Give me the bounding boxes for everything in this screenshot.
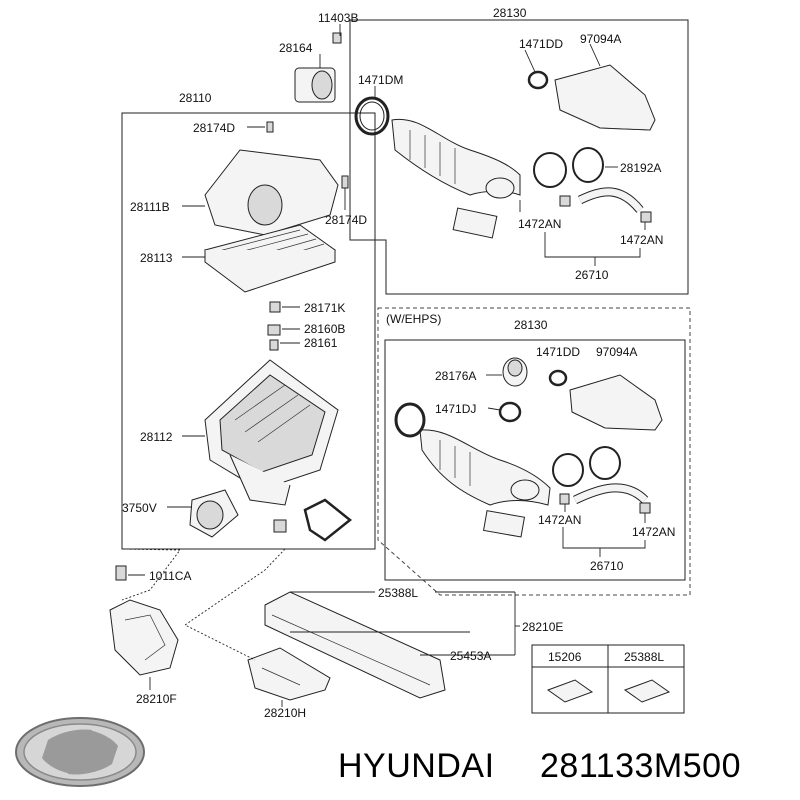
hyundai-logo-icon <box>15 717 145 787</box>
label-1472AN-b: 1472AN <box>620 233 663 247</box>
title-part-number: 281133M500 <box>540 747 741 785</box>
grommets <box>267 301 281 351</box>
air-cleaner-body-28112 <box>204 359 339 506</box>
duct-3750V <box>189 489 239 538</box>
label-28174D-top: 28174D <box>193 121 235 135</box>
label-1471DJ: 1471DJ <box>435 402 476 416</box>
label-28210F: 28210F <box>136 692 177 706</box>
label-28210E: 28210E <box>522 620 563 634</box>
label-28130-ehps: 28130 <box>514 318 548 332</box>
label-25388L: 25388L <box>378 586 418 600</box>
label-28161: 28161 <box>304 336 338 350</box>
label-28210H: 28210H <box>264 706 306 720</box>
pad-icon-2 <box>623 679 671 703</box>
clip-28174D-side <box>341 175 349 189</box>
label-26710-top: 26710 <box>575 268 609 282</box>
sensor-28176A <box>502 357 528 387</box>
label-28176A: 28176A <box>435 369 476 383</box>
legend-col1: 15206 <box>548 650 582 664</box>
label-28130-top: 28130 <box>493 6 527 20</box>
ehps-hose-part <box>419 429 551 538</box>
label-26710-ehps: 26710 <box>590 559 624 573</box>
label-3750V: 3750V <box>122 501 157 515</box>
ehps-inner-frame <box>384 339 686 581</box>
intake-hose-part <box>391 118 521 239</box>
seal-ring <box>303 498 353 542</box>
label-28174D-side: 28174D <box>325 213 367 227</box>
clip-28174D-top <box>266 121 274 133</box>
label-1472AN-d: 1472AN <box>632 525 675 539</box>
clamp-1471DJ <box>498 401 522 423</box>
airflow-sensor-28164 <box>294 32 342 103</box>
label-1472AN-a: 1472AN <box>518 217 561 231</box>
label-28160B: 28160B <box>304 322 345 336</box>
label-11403B: 11403B <box>318 11 358 25</box>
clamp-28192A <box>533 147 604 188</box>
clamp-1471DM <box>354 96 390 136</box>
air-cleaner-cover-28111B <box>204 149 339 236</box>
duct-28210H <box>247 647 331 701</box>
ehps-frame <box>377 307 691 596</box>
bolt-part <box>273 519 287 533</box>
label-28112: 28112 <box>140 430 173 444</box>
label-28192A: 28192A <box>620 161 661 175</box>
label-97094A-top: 97094A <box>580 32 621 46</box>
resonator-97094A-ehps <box>569 374 663 431</box>
label-1011CA: 1011CA <box>149 569 191 583</box>
label-1471DD-ehps: 1471DD <box>536 345 580 359</box>
label-28111B: 28111B <box>130 200 170 214</box>
label-25453A: 25453A <box>450 649 491 663</box>
label-section-ehps: (W/EHPS) <box>386 312 441 326</box>
resonator-97094A <box>554 64 656 131</box>
breather-hose-ehps <box>559 483 651 514</box>
air-cleaner-frame <box>121 112 376 550</box>
air-filter-28113 <box>203 224 337 293</box>
clamp-1471DD-ehps <box>548 369 568 387</box>
label-97094A-ehps: 97094A <box>596 345 637 359</box>
clamp-ehps-left <box>394 402 426 438</box>
label-28171K: 28171K <box>304 301 345 315</box>
intake-hose-frame <box>349 19 689 295</box>
bolt-1011CA <box>115 565 127 581</box>
label-28164: 28164 <box>279 41 313 55</box>
legend-table <box>531 644 685 714</box>
clamp-1471DD <box>527 70 549 90</box>
label-1471DM: 1471DM <box>358 73 403 87</box>
legend-col2: 25388L <box>624 650 664 664</box>
label-28113: 28113 <box>140 251 173 265</box>
clamp-ehps-a <box>552 453 584 487</box>
label-28110: 28110 <box>179 91 212 105</box>
pad-icon-1 <box>546 679 594 703</box>
breather-hose-26710 <box>559 187 652 223</box>
bracket-28210F <box>109 599 179 676</box>
label-1471DD-top: 1471DD <box>519 37 563 51</box>
clamp-ehps-b <box>589 446 621 480</box>
title-brand: HYUNDAI <box>338 747 495 785</box>
label-1472AN-c: 1472AN <box>538 513 581 527</box>
leader-lines <box>121 24 646 707</box>
